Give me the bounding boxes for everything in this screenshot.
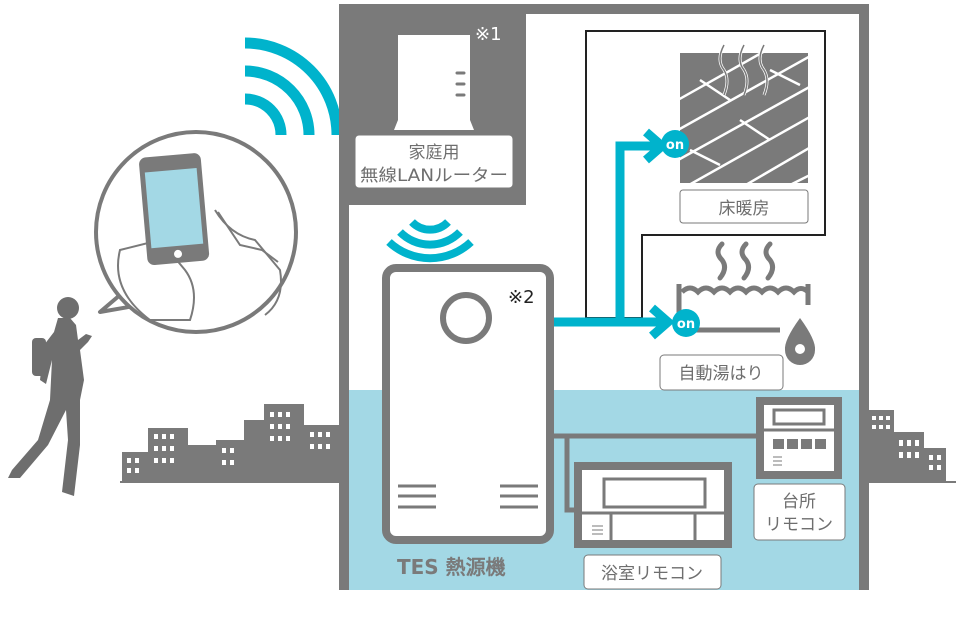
auto-bath-on-badge <box>672 309 700 337</box>
router-indicator-lights <box>455 71 466 97</box>
floor-heating-status: on <box>666 138 684 153</box>
kitchen-remote-label-line2: リモコン <box>765 515 833 535</box>
person-silhouette <box>8 297 92 496</box>
auto-bath-status: on <box>677 317 695 332</box>
house-frame <box>339 4 869 590</box>
heat-source-dial <box>440 292 492 344</box>
router-note: ※1 <box>475 24 502 45</box>
heat-source-unit <box>382 264 554 544</box>
water-drop-icon <box>784 318 816 365</box>
city-right-windows <box>872 416 941 470</box>
city-left <box>120 404 340 483</box>
floor-heating-label-box <box>679 189 809 224</box>
auto-bath-label: 自動湯はり <box>679 364 764 384</box>
heat-source-vents <box>398 484 538 509</box>
bath-remote-label-box <box>583 554 722 590</box>
water-drop-highlight <box>795 344 805 354</box>
auto-bath-label-box <box>659 354 784 391</box>
router-label-line1: 家庭用 <box>409 143 460 163</box>
router-label-box <box>354 134 514 189</box>
kitchen-remote <box>756 397 842 479</box>
floor-heating-icon <box>680 44 808 183</box>
kitchen-remote-label-line1: 台所 <box>782 492 816 512</box>
kitchen-remote-label-box <box>753 483 846 541</box>
bath-remote <box>574 462 732 548</box>
heat-source-label: TES 熱源機 <box>397 555 506 579</box>
bath-steam-icon <box>715 241 776 281</box>
floor-heating-on-badge <box>661 130 689 158</box>
router-label-line2: 無線LANルーター <box>360 166 508 186</box>
city-left-windows <box>127 412 330 473</box>
city-right <box>866 410 956 483</box>
bath-remote-label: 浴室リモコン <box>601 564 703 584</box>
heat-source-note: ※2 <box>508 287 535 308</box>
wifi-signal-small-icon <box>386 219 474 263</box>
smartphone-in-hand <box>117 153 282 321</box>
wifi-signal-icon <box>244 37 343 136</box>
floor-heating-label: 床暖房 <box>719 199 770 219</box>
router-device <box>394 35 474 130</box>
